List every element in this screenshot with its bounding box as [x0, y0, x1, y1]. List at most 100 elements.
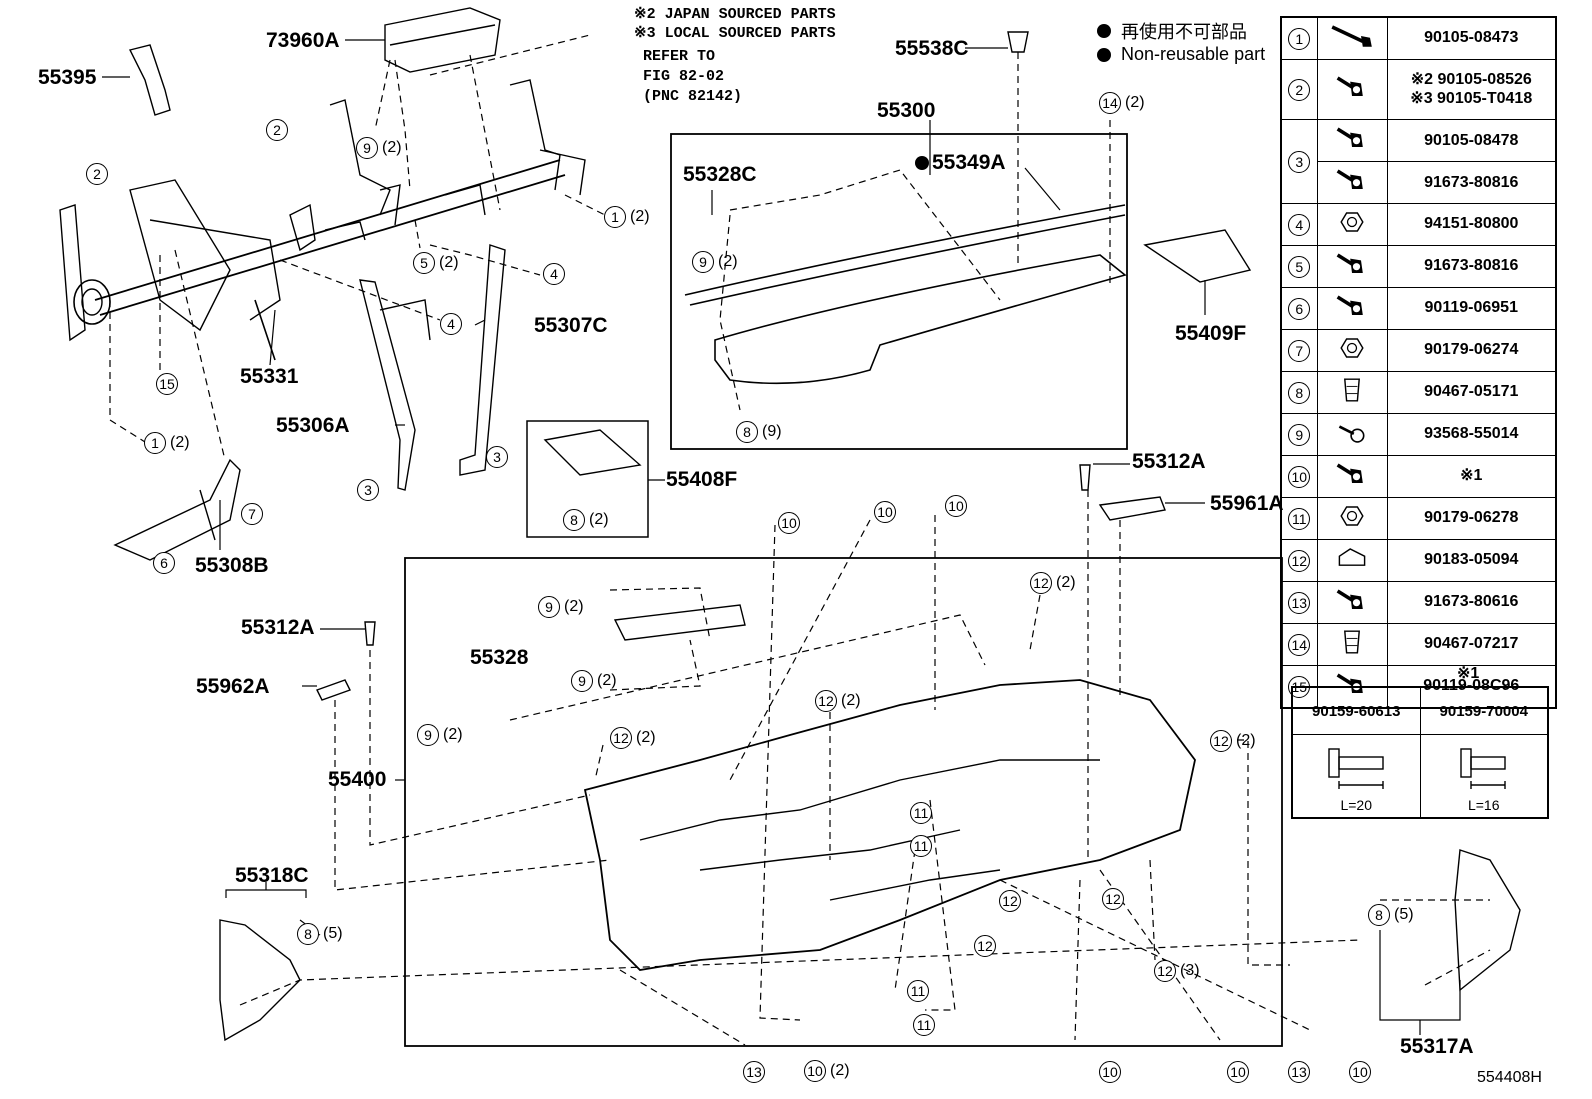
part-label-55409F[interactable]: 55409F	[1175, 322, 1247, 345]
callout[interactable]: 8(5)	[297, 923, 343, 945]
callout[interactable]: 10	[1227, 1061, 1249, 1083]
callout[interactable]: 12(2)	[1030, 572, 1076, 594]
part-label-55306A[interactable]: 55306A	[276, 414, 350, 437]
callout[interactable]: 9(2)	[571, 670, 617, 692]
bolt-table-drawing-1: L=20	[1291, 734, 1421, 819]
callout[interactable]: 11	[913, 1014, 935, 1036]
japan-sourced-note: ※2 JAPAN SOURCED PARTS	[634, 6, 836, 23]
callout[interactable]: 10	[1349, 1061, 1371, 1083]
part-label-55538C[interactable]: 55538C	[895, 37, 969, 60]
callout[interactable]: 9(2)	[356, 137, 402, 159]
part-label-55349A-text: 55349A	[932, 151, 1006, 174]
callout[interactable]: 8(5)	[1368, 904, 1414, 926]
callout[interactable]: 12(2)	[610, 727, 656, 749]
callout[interactable]: 11	[907, 980, 929, 1002]
callout[interactable]: 14(2)	[1099, 92, 1145, 114]
part-label-55349A[interactable]: 55349A	[915, 152, 1006, 173]
fastener-part-line: 93568-55014	[1424, 425, 1519, 443]
callout[interactable]: 3	[357, 479, 379, 501]
callout[interactable]: 9(2)	[692, 251, 738, 273]
callout[interactable]: 10	[874, 501, 896, 523]
bolt-icon	[1316, 59, 1388, 120]
callout[interactable]: 9(2)	[417, 724, 463, 746]
callout-number: 9	[538, 596, 560, 618]
callout-qty: (2)	[564, 598, 584, 615]
part-label-73960A[interactable]: 73960A	[266, 29, 340, 52]
fastener-table: 1 90105-08473 2 ※2 90105-08526※3 90105-T041…	[1280, 16, 1557, 709]
callout-number: 3	[357, 479, 379, 501]
part-label-55307C[interactable]: 55307C	[534, 314, 608, 337]
callout[interactable]: 4	[543, 263, 565, 285]
callout[interactable]: 8(2)	[563, 509, 609, 531]
callout[interactable]: 12(2)	[815, 690, 861, 712]
fastener-part-number: 90105-08478	[1386, 119, 1557, 162]
fastener-row: 10※1	[1280, 455, 1557, 498]
callout[interactable]: 1(2)	[144, 432, 190, 454]
part-label-55395[interactable]: 55395	[38, 66, 97, 89]
fastener-part-line: ※1	[1460, 467, 1483, 485]
callout[interactable]: 13	[1288, 1061, 1310, 1083]
callout-number: 9	[692, 251, 714, 273]
callout[interactable]: 1(2)	[604, 206, 650, 228]
callout[interactable]: 10(2)	[804, 1060, 850, 1082]
part-label-55331[interactable]: 55331	[240, 365, 299, 388]
fastener-part-number: ※1	[1386, 455, 1557, 498]
part-label-55317A[interactable]: 55317A	[1400, 1035, 1474, 1058]
callout[interactable]: 15	[156, 373, 178, 395]
fastener-number: 12	[1280, 539, 1318, 582]
fastener-part-line: 94151-80800	[1424, 215, 1519, 233]
fastener-number: 13	[1280, 581, 1318, 624]
part-label-55300[interactable]: 55300	[877, 99, 936, 122]
bracket-55395	[128, 44, 171, 116]
callout-qty: (2)	[718, 253, 738, 270]
callout[interactable]: 6	[153, 552, 175, 574]
callout-number: 12	[1102, 888, 1124, 910]
callout[interactable]: 2	[266, 119, 288, 141]
clip-nut-icon	[1316, 539, 1388, 582]
callout[interactable]: 10	[778, 512, 800, 534]
callout[interactable]: 12	[999, 890, 1021, 912]
airbag-73960A	[384, 7, 501, 73]
callout[interactable]: 12(2)	[1210, 730, 1256, 752]
callout[interactable]: 4	[440, 313, 462, 335]
callout[interactable]: 12	[974, 935, 996, 957]
callout[interactable]: 9(2)	[538, 596, 584, 618]
callout[interactable]: 5(2)	[413, 252, 459, 274]
callout[interactable]: 10	[945, 495, 967, 517]
part-label-55308B[interactable]: 55308B	[195, 554, 269, 577]
fastener-row: 1 90105-08473	[1280, 16, 1557, 60]
clip-55312A-right	[1079, 464, 1091, 491]
steering-support-beam	[59, 79, 586, 361]
fastener-part-number: ※2 90105-08526※3 90105-T0418	[1386, 59, 1557, 120]
upper-pad-55300	[714, 254, 1127, 385]
part-label-55400[interactable]: 55400	[328, 768, 387, 791]
callout[interactable]: 11	[910, 835, 932, 857]
part-label-55312A-right[interactable]: 55312A	[1132, 450, 1206, 473]
callout[interactable]: 10	[1099, 1061, 1121, 1083]
fastener-part-line: 90183-05094	[1424, 551, 1519, 569]
part-label-55328C[interactable]: 55328C	[683, 163, 757, 186]
callout-number: 9	[356, 137, 378, 159]
callout[interactable]: 12(3)	[1154, 960, 1200, 982]
callout-number: 4	[440, 313, 462, 335]
part-label-55328[interactable]: 55328	[470, 646, 529, 669]
callout[interactable]: 11	[910, 802, 932, 824]
fastener-part-number: 90179-06274	[1386, 329, 1557, 372]
callout[interactable]: 2	[86, 163, 108, 185]
callout[interactable]: 13	[743, 1061, 765, 1083]
part-label-55318C[interactable]: 55318C	[235, 864, 309, 887]
part-label-55408F[interactable]: 55408F	[666, 468, 738, 491]
callout[interactable]: 8(9)	[736, 421, 782, 443]
part-label-55312A-left[interactable]: 55312A	[241, 616, 315, 639]
callout[interactable]: 12	[1102, 888, 1124, 910]
fastener-part-line: 90105-08473	[1424, 29, 1519, 47]
fastener-number: 2	[1280, 59, 1318, 120]
figure-id: 554408H	[1477, 1069, 1542, 1086]
callout[interactable]: 7	[241, 503, 263, 525]
callout[interactable]: 3	[486, 446, 508, 468]
callout-qty: (3)	[1180, 962, 1200, 979]
fastener-number-circle: 1	[1288, 27, 1311, 50]
part-label-55961A[interactable]: 55961A	[1210, 492, 1284, 515]
part-label-55962A[interactable]: 55962A	[196, 675, 270, 698]
